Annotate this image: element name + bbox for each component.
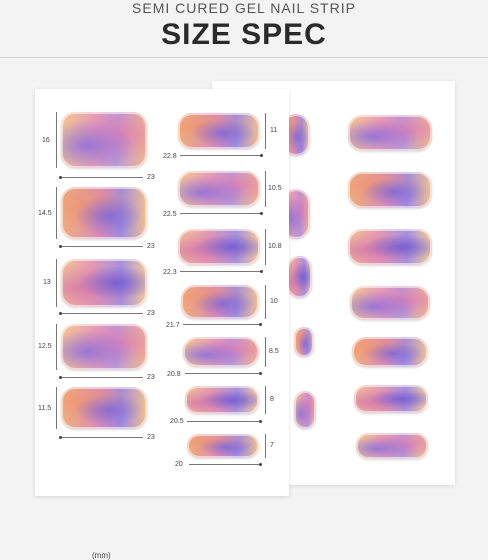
nail-strip (287, 256, 312, 298)
height-line (265, 386, 266, 414)
height-label: 14.5 (38, 210, 52, 217)
nail-strip-right-2 (178, 171, 260, 207)
width-label: 23 (147, 310, 155, 317)
width-label: 22.5 (163, 211, 177, 218)
width-line (61, 313, 143, 314)
width-line (189, 464, 261, 465)
width-label: 23 (147, 243, 155, 250)
height-label: 10 (270, 298, 278, 305)
unit-label: (mm) (92, 551, 111, 560)
nail-strip (356, 433, 428, 459)
width-line (61, 177, 143, 178)
nail-strip-right-5 (183, 337, 259, 367)
width-dot (259, 420, 262, 423)
height-line (56, 187, 57, 239)
nail-strip-right-6 (185, 386, 259, 414)
front-nail-sheet: 16 14.5 13 12.5 11.5 23 23 23 23 23 11 1… (35, 89, 289, 560)
nail-strip-right-3 (178, 229, 260, 265)
height-label: 16 (42, 137, 50, 144)
width-line (180, 213, 262, 214)
nail-strip (348, 115, 432, 151)
width-line (180, 271, 262, 272)
width-label: 21.7 (166, 322, 180, 329)
width-dot (59, 245, 62, 248)
nail-strip (294, 391, 316, 429)
width-dot (259, 323, 262, 326)
width-dot (259, 372, 262, 375)
nail-strip-left-2 (61, 187, 147, 239)
nail-strip (350, 286, 430, 320)
height-label: 11.5 (38, 405, 52, 412)
nail-strip-left-1 (61, 112, 147, 168)
nail-strip-left-4 (61, 324, 147, 370)
height-line (265, 171, 266, 207)
width-dot (59, 376, 62, 379)
width-dot (260, 154, 263, 157)
width-label: 23 (147, 374, 155, 381)
height-label: 7 (270, 442, 274, 449)
nail-strip (294, 327, 314, 357)
nail-strip (352, 337, 428, 367)
width-label: 22.3 (163, 269, 177, 276)
nail-strip-left-3 (61, 259, 147, 307)
width-dot (59, 176, 62, 179)
height-label: 13 (43, 279, 51, 286)
width-line (61, 377, 143, 378)
header-subtitle: SEMI CURED GEL NAIL STRIP (132, 0, 356, 16)
height-label: 12.5 (38, 343, 52, 350)
nail-strip-right-4 (181, 285, 259, 319)
nail-strip (354, 385, 428, 413)
height-label: 10.8 (268, 243, 282, 250)
width-label: 22.8 (163, 153, 177, 160)
height-label: 10.5 (268, 185, 282, 192)
width-dot (59, 436, 62, 439)
height-line (265, 337, 266, 367)
width-dot (259, 463, 262, 466)
height-line (265, 434, 266, 458)
height-line (56, 112, 57, 168)
height-line (56, 324, 57, 370)
height-line (56, 387, 57, 429)
height-label: 11 (270, 127, 278, 134)
nail-strip (348, 229, 432, 265)
height-label: 8.5 (269, 348, 279, 355)
header-divider (0, 57, 488, 58)
nail-strip (348, 172, 432, 208)
nail-strip-right-1 (178, 113, 260, 149)
width-line (180, 155, 262, 156)
nail-strip-left-5 (61, 387, 147, 429)
height-line (265, 285, 266, 319)
width-label: 20 (175, 461, 183, 468)
width-dot (260, 212, 263, 215)
width-label: 20.5 (170, 418, 184, 425)
width-line (185, 373, 261, 374)
height-line (56, 259, 57, 307)
width-dot (260, 270, 263, 273)
nail-strip-right-7 (187, 434, 259, 458)
width-label: 20.8 (167, 371, 181, 378)
height-label: 8 (270, 396, 274, 403)
height-line (265, 113, 266, 149)
header-title: SIZE SPEC (161, 18, 327, 51)
width-line (187, 421, 261, 422)
width-line (183, 324, 261, 325)
width-line (61, 246, 143, 247)
width-line (61, 437, 143, 438)
width-label: 23 (147, 434, 155, 441)
width-label: 23 (147, 174, 155, 181)
width-dot (59, 312, 62, 315)
height-line (265, 229, 266, 265)
